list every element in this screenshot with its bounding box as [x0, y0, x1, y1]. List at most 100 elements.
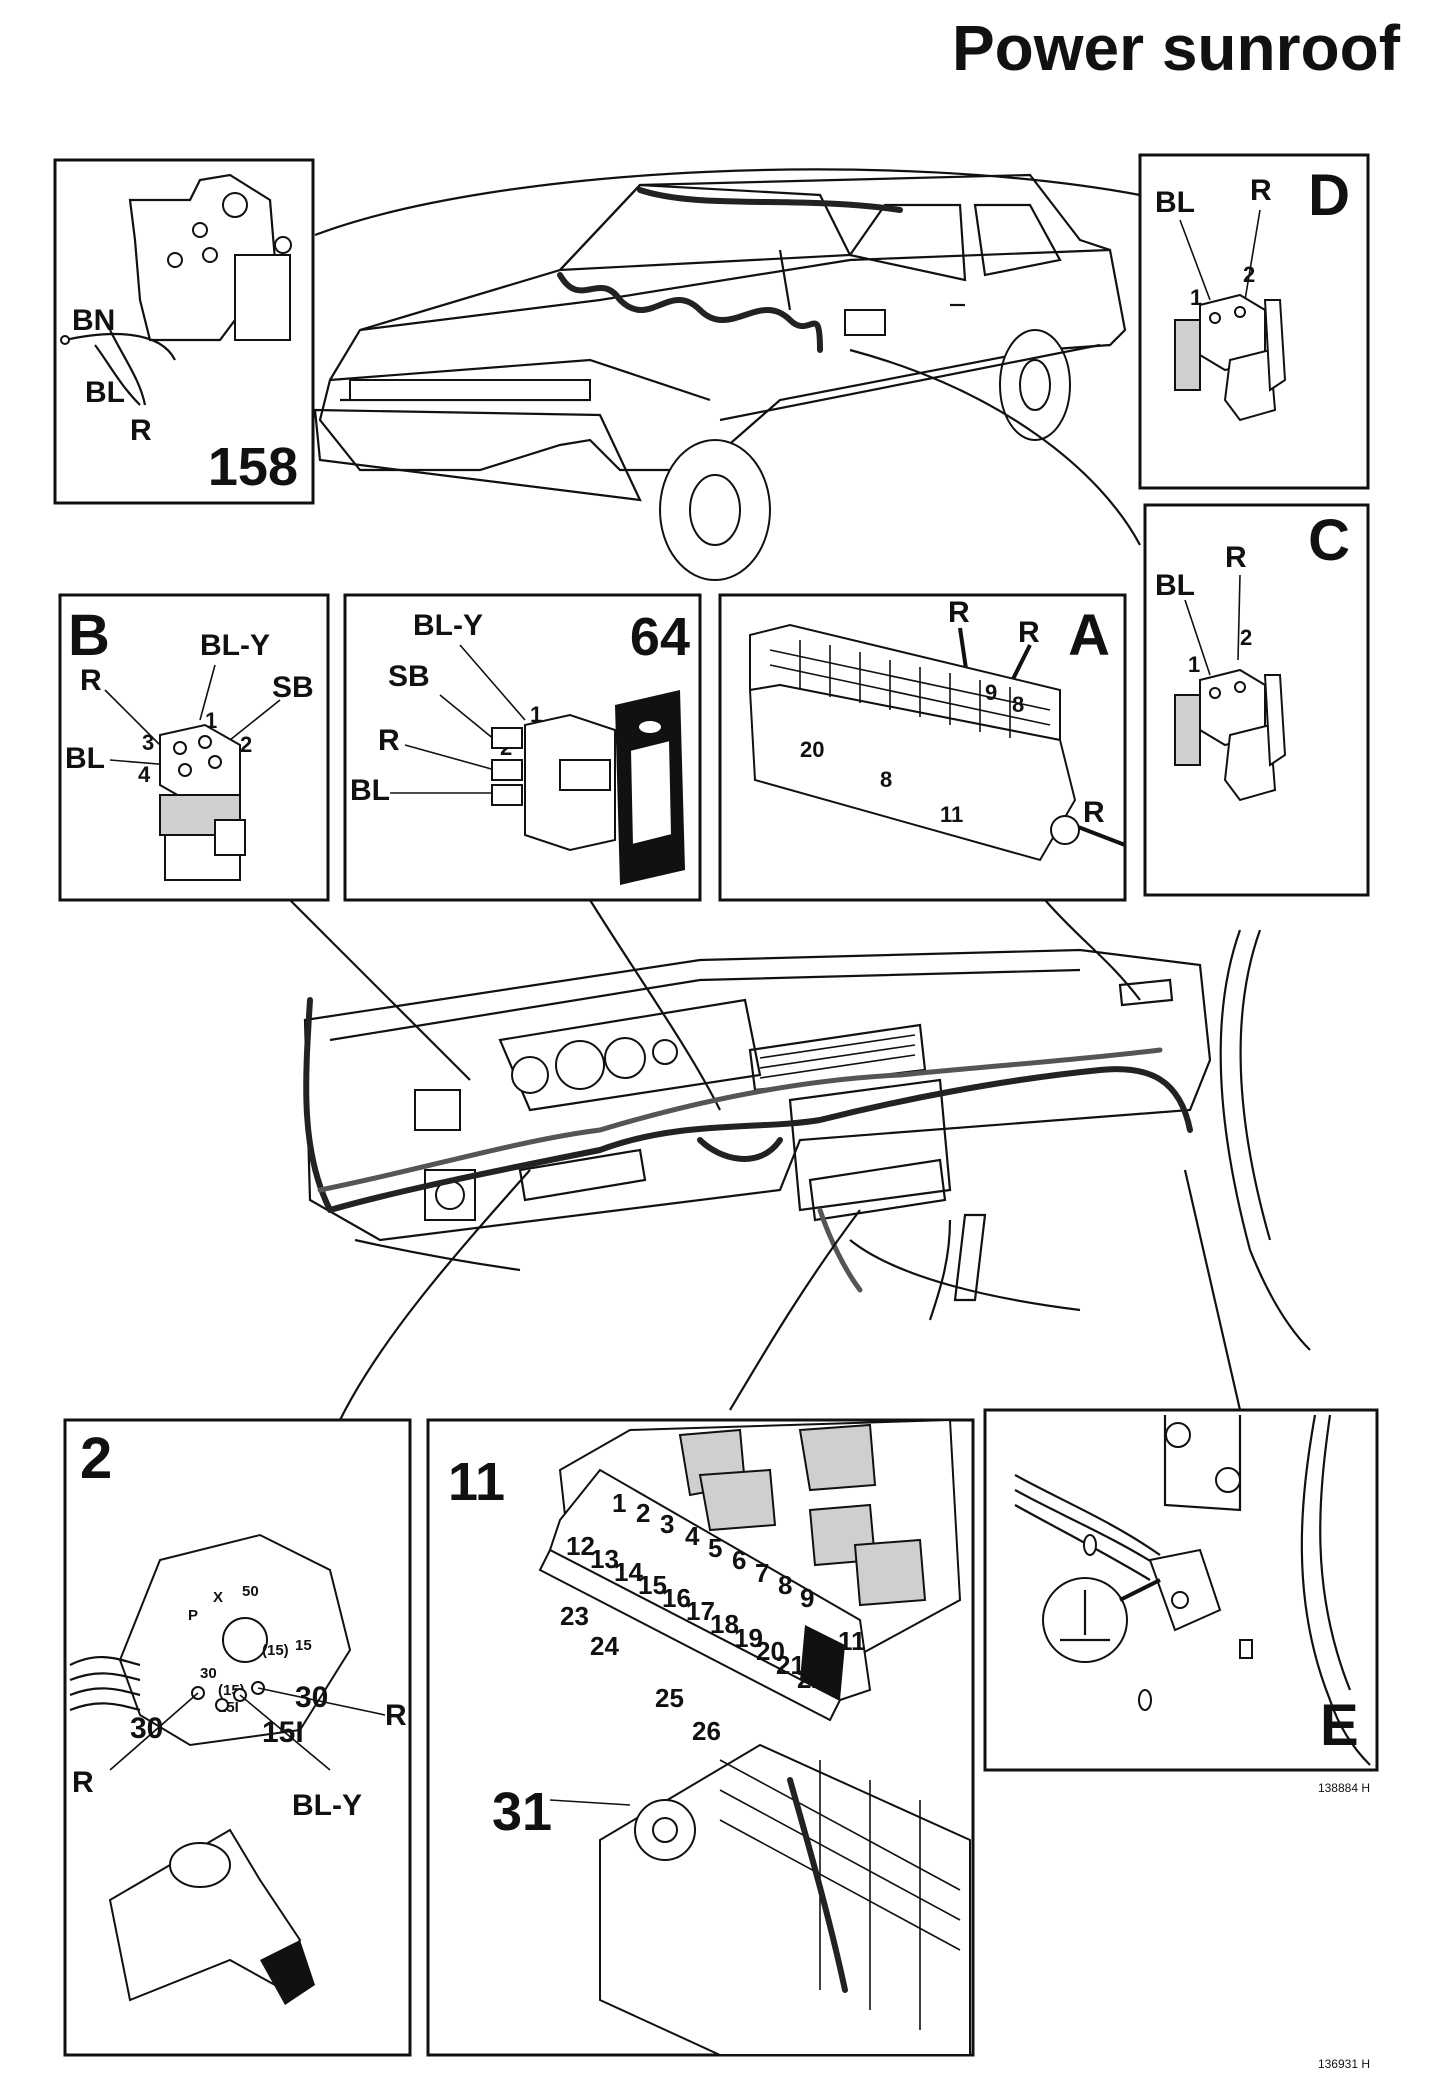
fuse-24: 24	[590, 1631, 619, 1661]
label-20: 20	[800, 737, 824, 762]
leader-64	[589, 899, 721, 1111]
fuse-6: 6	[732, 1545, 746, 1575]
fuse-13: 13	[590, 1544, 619, 1574]
panel-id-11: 11	[448, 1452, 505, 1512]
pin-2: 2	[1243, 262, 1255, 287]
panel-E: E	[983, 1408, 1379, 1772]
terminal-30-inner: 30	[200, 1665, 217, 1682]
pin-2: 2	[240, 732, 252, 757]
leader-2	[339, 1169, 531, 1421]
pin-1: 1	[1188, 652, 1200, 677]
wire-label-r: R	[378, 724, 400, 757]
panel-C: C BL R 1 2	[1143, 503, 1370, 897]
pin-1: 1	[530, 702, 542, 727]
wire-label-r: R	[1018, 616, 1040, 649]
pin-8: 8	[1012, 692, 1024, 717]
wire-label-bl: BL	[1155, 569, 1195, 602]
page-title: Power sunroof	[952, 12, 1401, 84]
wire-label-r: R	[80, 664, 102, 697]
wire-label-bl: BL	[1155, 186, 1195, 219]
wire-label-bl: BL	[85, 376, 125, 409]
fuse-14: 14	[614, 1557, 643, 1587]
leader-B	[289, 899, 471, 1081]
fuse-2: 2	[636, 1498, 650, 1528]
leader-11	[729, 1209, 861, 1411]
terminal-15-paren: (15)	[262, 1642, 289, 1659]
panel-id-64: 64	[630, 607, 690, 667]
fuse-25: 25	[655, 1683, 684, 1713]
fuse-22: 22	[797, 1664, 826, 1694]
wire-label-r: R	[948, 596, 970, 629]
car-illustration	[313, 173, 1127, 581]
fuse-17: 17	[686, 1596, 715, 1626]
fuse-4: 4	[685, 1521, 700, 1551]
reference-number: 138884 H	[1318, 1781, 1370, 1795]
relay-31-label: 31	[492, 1782, 552, 1842]
pin-9: 9	[985, 680, 997, 705]
fuse-9: 9	[800, 1583, 814, 1613]
panel-A: A R R R 9 8 20 8 11	[718, 593, 1127, 902]
wire-label-r-left: R	[72, 1766, 94, 1799]
pin-3: 3	[142, 730, 154, 755]
leader-158-D	[314, 168, 1141, 237]
fuse-7: 7	[755, 1558, 769, 1588]
panel-11: 11 31 1 2 3 4 5 6 7 8 9 10	[426, 1418, 975, 2057]
fuse-26: 26	[692, 1716, 721, 1746]
terminal-p: P	[188, 1607, 198, 1624]
panel-64: 64 BL-Y SB R BL 1 2 3 4	[343, 593, 702, 902]
leader-A	[1044, 899, 1141, 1001]
fuse-23: 23	[560, 1601, 589, 1631]
reference-number: 136931 H	[1318, 2057, 1370, 2071]
fuse-18: 18	[710, 1609, 739, 1639]
fuse-10: 10	[818, 1606, 847, 1636]
panel-B: B R BL-Y SB BL 1 2 3 4	[58, 593, 330, 902]
panel-158: BN BL R 158	[53, 158, 315, 505]
wire-label-r-right: R	[385, 1699, 407, 1732]
wire-label-bl: BL	[65, 742, 105, 775]
wire-label-bl-y: BL-Y	[292, 1789, 362, 1822]
fuse-15: 15	[638, 1570, 667, 1600]
fuse-3: 3	[660, 1509, 674, 1539]
terminal-50: 50	[242, 1583, 259, 1600]
panel-id-2: 2	[80, 1426, 112, 1491]
leader-E	[1183, 1169, 1242, 1411]
panel-D: D BL R 1 2	[1138, 153, 1370, 490]
panel-id-B: B	[68, 603, 110, 668]
terminal-30-right: 30	[295, 1681, 328, 1714]
panel-2: 2 50 X P (15) 15 30 (15) 15I 30 30 15I R…	[63, 1418, 412, 2057]
terminal-15i: 15I	[262, 1716, 304, 1749]
wire-label-r: R	[130, 414, 152, 447]
leader-car-C	[849, 348, 1141, 546]
terminal-30-left: 30	[130, 1712, 163, 1745]
panel-id-158: 158	[208, 437, 298, 497]
fuse-8: 8	[778, 1570, 792, 1600]
fuse-19: 19	[734, 1623, 763, 1653]
fuse-12: 12	[566, 1531, 595, 1561]
label-11: 11	[940, 802, 963, 827]
panel-id-C: C	[1308, 508, 1350, 573]
wire-label-r: R	[1225, 541, 1247, 574]
pin-4: 4	[138, 762, 151, 787]
fuse-numbers: 1 2 3 4 5 6 7 8 9 10 11 12 13 14 15 16 1…	[560, 1488, 866, 1746]
wire-label-bl-y: BL-Y	[200, 629, 270, 662]
pin-2: 2	[1240, 625, 1252, 650]
fuse-16: 16	[662, 1583, 691, 1613]
fuse-block-grid	[769, 640, 1051, 738]
pin-1: 1	[1190, 285, 1202, 310]
wire-label-bl: BL	[350, 774, 390, 807]
wire-label-sb: SB	[272, 671, 314, 704]
panel-id-A: A	[1068, 603, 1110, 668]
wire-label-r: R	[1083, 796, 1105, 829]
terminal-x: X	[213, 1589, 223, 1606]
fuse-1: 1	[612, 1488, 626, 1518]
panel-id-E: E	[1320, 1693, 1359, 1758]
wire-label-sb: SB	[388, 660, 430, 693]
fuse-21: 21	[776, 1650, 805, 1680]
fuse-5: 5	[708, 1533, 722, 1563]
fuse-20: 20	[756, 1636, 785, 1666]
wire-label-bn: BN	[72, 304, 115, 337]
wire-label-bl-y: BL-Y	[413, 609, 483, 642]
wire-label-r: R	[1250, 174, 1272, 207]
panel-id-D: D	[1308, 163, 1350, 228]
